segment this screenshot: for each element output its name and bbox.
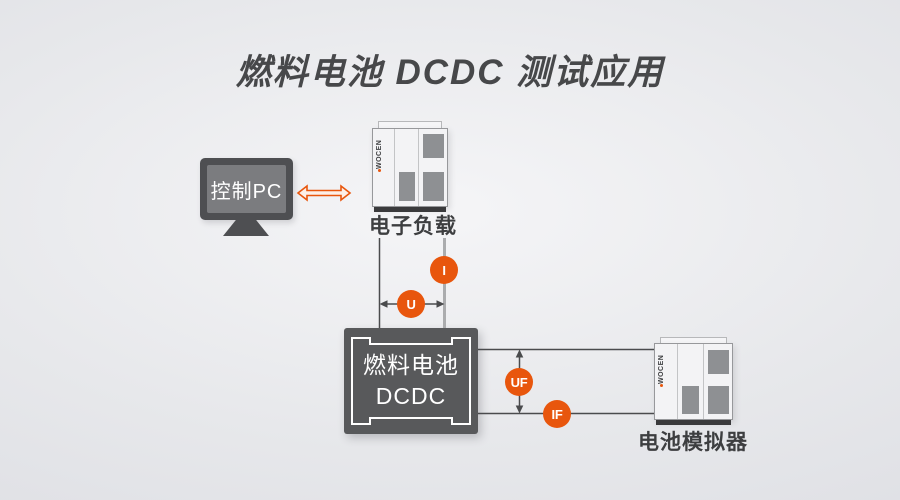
voltage-arrowhead-right-icon	[436, 300, 445, 308]
voltage-arrowhead-left-icon	[379, 300, 388, 308]
vent-panel	[682, 386, 699, 414]
control-pc-monitor: 控制PC	[200, 158, 293, 220]
device-base	[656, 420, 731, 425]
page-title: 燃料电池 DCDC 测试应用	[235, 53, 665, 92]
pc-load-double-arrow-icon	[296, 184, 352, 202]
signal-badge-fc-current: IF	[543, 400, 571, 428]
cabinet-divider	[677, 344, 678, 419]
cabinet-divider	[703, 344, 704, 419]
vent-panel	[399, 172, 415, 201]
signal-badge-current: I	[430, 256, 458, 284]
vent-panel	[708, 350, 729, 374]
signal-badge-fc-voltage: UF	[505, 368, 533, 396]
fc-voltage-arrowhead-top-icon	[515, 349, 524, 358]
dcdc-box-label: 燃料电池 DCDC	[344, 328, 478, 434]
dcdc-label-line1: 燃料电池	[363, 352, 459, 378]
cabinet-divider	[394, 129, 395, 206]
dcdc-decorative-frame	[351, 337, 471, 425]
device-cabinet: WOCEN	[372, 128, 448, 207]
fuel-cell-dcdc-box: 燃料电池 DCDC	[344, 328, 478, 434]
control-pc-screen-label: 控制PC	[207, 165, 286, 213]
battery-simulator-label: 电池模拟器	[638, 431, 748, 454]
vent-panel	[708, 386, 729, 414]
fc-voltage-arrowhead-bottom-icon	[515, 405, 524, 414]
monitor-stand	[223, 220, 269, 236]
cabinet-divider	[418, 129, 419, 206]
electronic-load-label: 电子负载	[369, 215, 457, 238]
signal-badge-voltage: U	[397, 290, 425, 318]
vent-panel	[423, 134, 444, 158]
device-base	[374, 207, 446, 212]
battery-simulator-device: WOCEN	[654, 337, 733, 425]
dcdc-label-line2: DCDC	[375, 383, 447, 409]
device-cabinet: WOCEN	[654, 343, 733, 420]
vent-panel	[423, 172, 444, 201]
electronic-load-device: WOCEN	[372, 121, 448, 212]
